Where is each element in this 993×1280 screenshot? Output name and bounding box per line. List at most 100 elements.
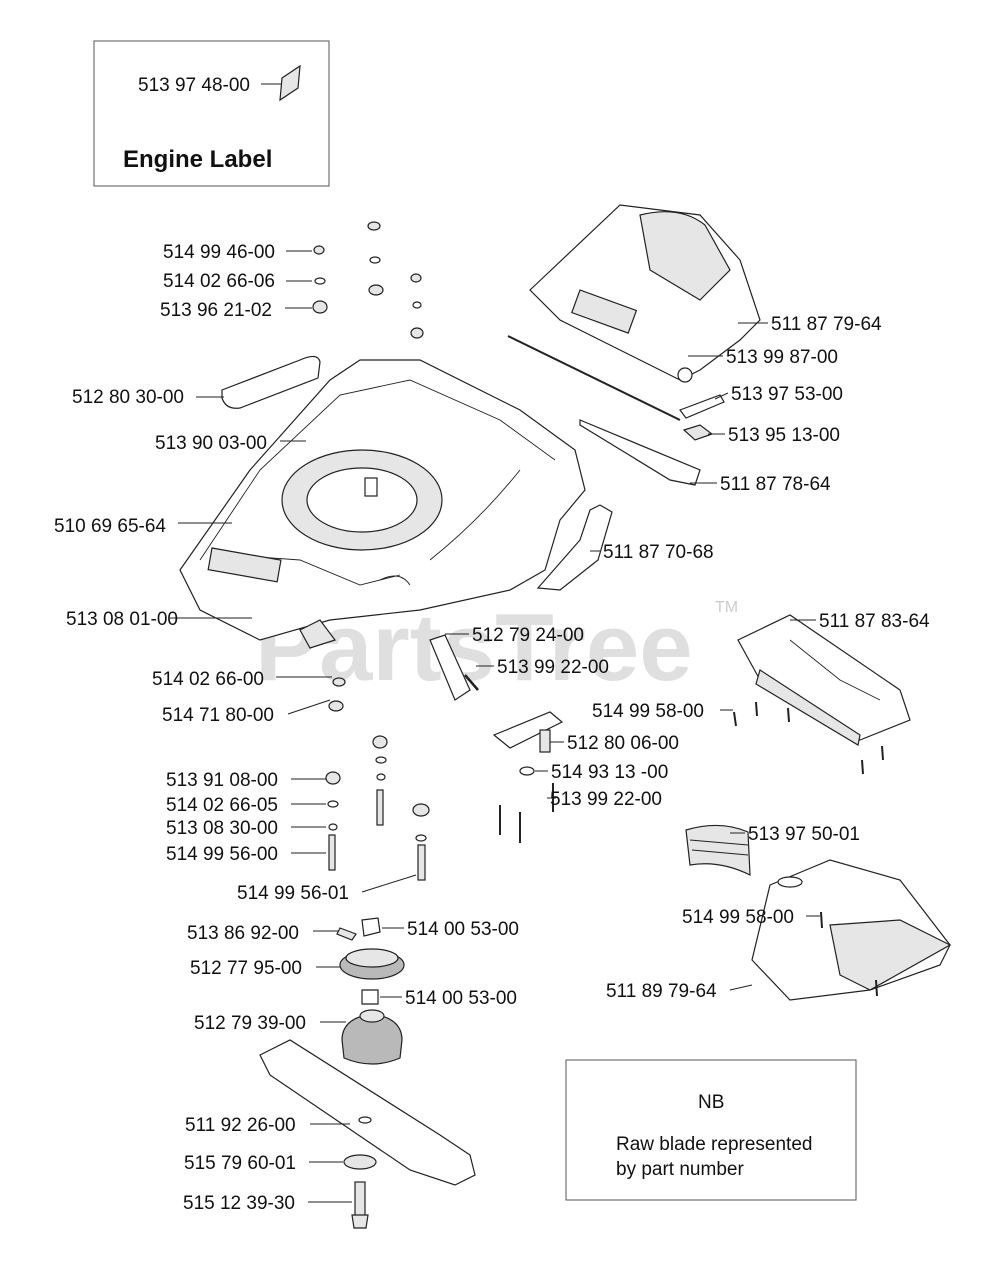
callout-part-number: 511 92 26-00 <box>185 1115 296 1136</box>
callout-leader-line <box>714 392 729 400</box>
callout-part-number: 514 02 66-05 <box>166 795 278 816</box>
callout-part-number: 513 99 22-00 <box>497 657 609 678</box>
callout-9: 513 91 08-00 <box>166 770 326 791</box>
blade-hole-icon <box>358 1116 372 1124</box>
callout-part-number: 510 69 65-64 <box>54 516 166 537</box>
callout-part-number: 513 96 21-02 <box>160 300 272 321</box>
engine-label-sticker-icon <box>279 64 301 102</box>
blade-part <box>259 1039 476 1186</box>
note-heading: NB <box>698 1092 724 1113</box>
callout-leader-line <box>729 984 753 991</box>
callout-part-number: 513 97 53-00 <box>731 384 843 405</box>
callout-19: 511 92 26-00 <box>185 1115 350 1136</box>
callout-22: 511 87 79-64 <box>738 314 882 335</box>
callout-part-number: 514 93 13 -00 <box>551 762 668 783</box>
callout-35: 513 97 50-01 <box>730 824 860 845</box>
drive-hub-parts <box>336 917 405 1065</box>
callout-part-number: 515 79 60-01 <box>184 1153 296 1174</box>
callout-32: 512 80 06-00 <box>550 733 679 754</box>
callout-23: 513 99 87-00 <box>688 347 838 368</box>
callout-6: 513 08 01-00 <box>66 609 252 630</box>
callout-26: 511 87 78-64 <box>690 474 831 495</box>
handle-bracket-part <box>536 504 613 591</box>
engine-label-part-number: 513 97 48-00 <box>138 75 250 96</box>
callout-10: 514 02 66-05 <box>166 795 326 816</box>
engine-label-title: Engine Label <box>123 146 272 173</box>
callout-part-number: 513 90 03-00 <box>155 433 267 454</box>
plate-stud-part <box>539 729 551 753</box>
spring-part <box>682 424 714 441</box>
bracket-part <box>679 394 725 419</box>
callout-part-number: 514 71 80-00 <box>162 705 274 726</box>
callout-part-number: 514 99 46-00 <box>163 242 275 263</box>
callout-part-number: 511 89 79-64 <box>606 981 717 1002</box>
callout-21: 515 12 39-30 <box>183 1193 352 1214</box>
callout-part-number: 514 99 56-00 <box>166 844 278 865</box>
watermark-tm: TM <box>715 599 738 616</box>
callout-12: 514 99 56-00 <box>166 844 326 865</box>
plate-part <box>492 711 564 749</box>
callout-leader-line <box>287 699 331 715</box>
washer-part <box>343 1154 377 1170</box>
callout-part-number: 511 87 83-64 <box>819 611 930 632</box>
callout-part-number: 512 77 95-00 <box>190 958 302 979</box>
hardware-stack-center <box>325 677 430 881</box>
mulch-plug-part <box>751 859 952 1001</box>
callout-15: 514 00 53-00 <box>382 919 519 940</box>
callout-11: 513 08 30-00 <box>166 818 326 839</box>
callout-29: 512 79 24-00 <box>445 625 584 646</box>
callout-part-number: 513 08 30-00 <box>166 818 278 839</box>
callout-part-number: 511 87 78-64 <box>720 474 831 495</box>
callout-part-number: 512 79 39-00 <box>194 1013 306 1034</box>
side-plate-part <box>579 419 701 486</box>
note-line-1: Raw blade represented <box>616 1134 812 1155</box>
callout-part-number: 514 99 58-00 <box>682 907 794 928</box>
callout-1: 514 02 66-06 <box>163 271 312 292</box>
screws-right <box>733 701 884 997</box>
callout-18: 512 79 39-00 <box>194 1013 346 1034</box>
hardware-column-top <box>312 221 424 339</box>
callout-24: 513 97 53-00 <box>714 384 843 405</box>
rear-cover-part <box>737 614 911 746</box>
callout-part-number: 514 99 58-00 <box>592 701 704 722</box>
height-bracket-part <box>221 355 321 409</box>
callout-part-number: 513 08 01-00 <box>66 609 178 630</box>
callout-part-number: 511 87 79-64 <box>771 314 882 335</box>
callout-20: 515 79 60-01 <box>184 1153 343 1174</box>
callout-part-number: 513 86 92-00 <box>187 923 299 944</box>
callout-part-number: 514 02 66-06 <box>163 271 275 292</box>
callout-2: 513 96 21-02 <box>160 300 312 321</box>
callout-leader-line <box>361 874 417 893</box>
callout-part-number: 512 80 06-00 <box>567 733 679 754</box>
callout-4: 513 90 03-00 <box>155 433 306 454</box>
callout-5: 510 69 65-64 <box>54 516 232 537</box>
callout-labels: 514 99 46-00 514 02 66-06 513 96 21-02 512 … <box>54 242 930 1214</box>
bolt-part <box>351 1181 369 1229</box>
screws-center-right <box>499 766 554 843</box>
callout-14: 513 86 92-00 <box>187 923 338 944</box>
callout-25: 513 95 13-00 <box>708 425 840 446</box>
note-line-2: by part number <box>616 1159 744 1180</box>
callout-17: 514 00 53-00 <box>380 988 517 1009</box>
callout-part-number: 513 95 13-00 <box>728 425 840 446</box>
callout-28: 511 87 83-64 <box>790 611 930 632</box>
front-bracket-part <box>429 634 471 701</box>
callout-33: 514 93 13 -00 <box>535 762 668 783</box>
callout-31: 514 99 58-00 <box>592 701 733 722</box>
callout-part-number: 513 91 08-00 <box>166 770 278 791</box>
engine-label-box: 513 97 48-00 Engine Label <box>93 40 330 187</box>
callout-16: 512 77 95-00 <box>190 958 340 979</box>
rear-flap-part <box>529 204 761 383</box>
callout-part-number: 514 02 66-00 <box>152 669 264 690</box>
callout-part-number: 512 80 30-00 <box>72 387 184 408</box>
callout-part-number: 511 87 70-68 <box>603 542 714 563</box>
callout-37: 511 89 79-64 <box>606 981 753 1002</box>
callout-part-number: 512 79 24-00 <box>472 625 584 646</box>
callout-8: 514 71 80-00 <box>162 699 331 726</box>
callout-36: 514 99 58-00 <box>682 907 820 928</box>
mower-deck-part <box>179 359 586 649</box>
callout-30: 513 99 22-00 <box>476 657 609 678</box>
callout-7: 514 02 66-00 <box>152 669 332 690</box>
callout-0: 514 99 46-00 <box>163 242 312 263</box>
callout-part-number: 514 00 53-00 <box>407 919 519 940</box>
